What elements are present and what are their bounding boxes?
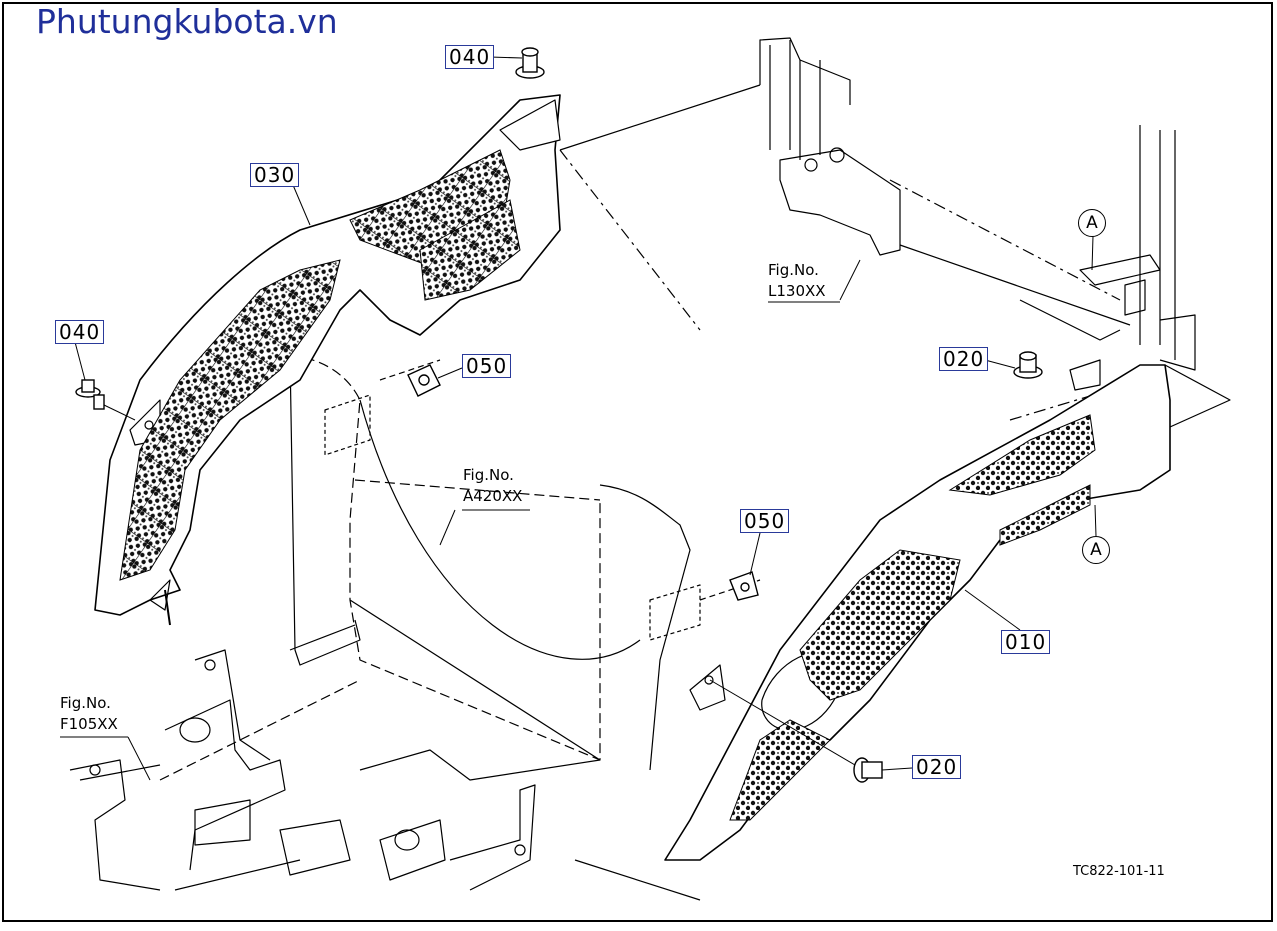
callout-020-right[interactable]: 020 — [939, 347, 989, 371]
ref-fig-f105[interactable]: Fig.No. F105XX — [60, 693, 118, 735]
callout-050-mid[interactable]: 050 — [740, 509, 790, 533]
watermark-text: Phutungkubota.vn — [36, 2, 338, 41]
callout-010[interactable]: 010 — [1001, 630, 1051, 654]
ref-fig-l130[interactable]: Fig.No. L130XX — [768, 260, 826, 302]
ref-l130-line2: L130XX — [768, 282, 826, 300]
diagram-code: TC822-101-11 — [1073, 864, 1165, 879]
ref-l130-line1: Fig.No. — [768, 261, 819, 279]
callout-030[interactable]: 030 — [250, 163, 300, 187]
ref-f105-line1: Fig.No. — [60, 694, 111, 712]
ref-a420-line1: Fig.No. — [463, 466, 514, 484]
marker-a-bottom: A — [1082, 536, 1110, 564]
callout-040-left[interactable]: 040 — [55, 320, 105, 344]
ref-fig-a420[interactable]: Fig.No. A420XX — [463, 465, 522, 507]
ref-f105-line2: F105XX — [60, 715, 118, 733]
ref-a420-line2: A420XX — [463, 487, 523, 505]
callout-040-top[interactable]: 040 — [445, 45, 495, 69]
marker-a-top: A — [1078, 209, 1106, 237]
callout-020-bottom[interactable]: 020 — [912, 755, 962, 779]
callout-050-top[interactable]: 050 — [462, 354, 512, 378]
